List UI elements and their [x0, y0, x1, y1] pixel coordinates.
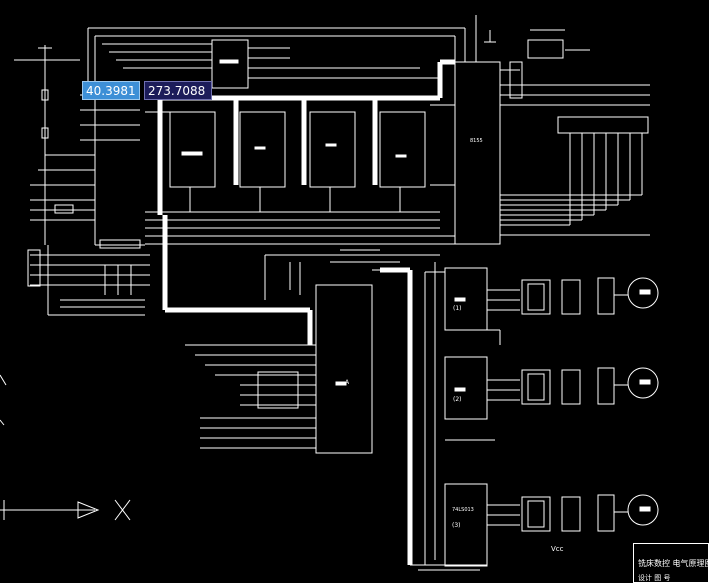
vcc-label: Vcc	[551, 545, 564, 553]
chip-a[interactable]	[315, 284, 373, 454]
motor-stage-3[interactable]	[521, 494, 659, 532]
coordinate-x-input[interactable]: 40.3981	[82, 81, 140, 100]
middle-wiring	[185, 249, 440, 449]
chip-a-label: A	[345, 379, 350, 386]
top-wiring	[87, 15, 496, 85]
display-wiring	[500, 29, 650, 236]
title-block-subtext: 设计 图 号	[638, 574, 671, 582]
driver-ic-label: 74LS013	[452, 507, 474, 513]
latch-chip[interactable]	[211, 39, 249, 89]
memory-wiring	[145, 104, 455, 245]
chip-8155[interactable]	[454, 61, 501, 245]
ucs-icon	[0, 374, 131, 521]
driver-2-label: (2)	[453, 396, 462, 403]
main-bus	[157, 59, 455, 565]
chip-8155-label: 8155	[470, 138, 483, 144]
driver-3-label: (3)	[452, 522, 461, 529]
motor-stage-2[interactable]	[521, 367, 659, 405]
title-block-text: 铣床数控 电气原理图	[638, 559, 709, 568]
driver-1-label: (1)	[453, 305, 462, 312]
coordinate-y-input[interactable]: 273.7088	[144, 81, 212, 100]
motor-stage-1[interactable]	[521, 277, 659, 315]
left-wiring	[14, 45, 150, 316]
driver-wiring	[410, 262, 520, 571]
memory-chips[interactable]	[169, 111, 426, 188]
drawing-title-block: 铣床数控 电气原理图 设计 图 号	[633, 543, 709, 583]
